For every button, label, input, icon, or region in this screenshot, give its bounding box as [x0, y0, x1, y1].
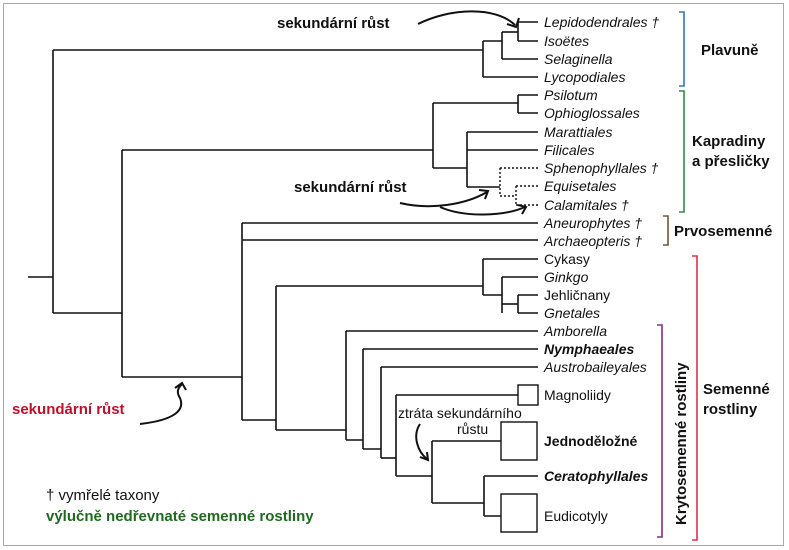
taxon-label: Ophioglossales — [544, 105, 640, 121]
taxon-label: Jehličnany — [544, 287, 610, 303]
taxon-label: Selaginella — [544, 51, 613, 67]
bracket-krytosemenne — [657, 324, 663, 538]
arrow-secondary-growth-mid-1 — [399, 191, 488, 208]
taxon-label: Isoëtes — [544, 33, 589, 49]
bracket-kapradiny — [679, 90, 685, 213]
arrow-secondary-growth-red — [139, 383, 183, 425]
taxon-labels: Lepidodendrales † IsoëtesSelaginellaLycop… — [543, 14, 659, 524]
taxon-label: Magnoliidy — [544, 387, 611, 403]
clade-box-eudicotyly — [500, 493, 538, 533]
taxon-label: Equisetales — [544, 178, 616, 194]
taxon-label: Nymphaeales — [544, 341, 634, 357]
taxon-label: Aneurophytes † — [543, 215, 642, 231]
taxon-label: Psilotum — [544, 87, 598, 103]
taxon-label: Ginkgo — [544, 269, 589, 285]
taxon-label: Jednoděložné — [544, 433, 638, 449]
taxon-label: Lycopodiales — [544, 69, 625, 85]
arrowhead-loss — [419, 451, 430, 462]
annotation-secondary-growth-red: sekundární růst — [12, 401, 125, 418]
taxon-label: Calamitales † — [544, 197, 629, 213]
annotation-loss-line2: růstu — [457, 421, 488, 437]
diagram-frame — [3, 3, 784, 546]
bracket-plavune — [679, 11, 685, 87]
legend-herbaceous: výlučně nedřevnaté semenné rostliny — [46, 508, 314, 525]
taxon-label: Archaeopteris † — [543, 233, 642, 249]
taxon-label: Cykasy — [544, 251, 590, 267]
arrow-loss — [415, 423, 428, 460]
arrow-secondary-growth-mid-2 — [439, 206, 526, 216]
group-label-semenne-line2: rostliny — [703, 401, 758, 418]
arrow-secondary-growth-top — [417, 10, 516, 26]
clade-box-magnoliidy — [517, 384, 539, 406]
arrowhead-mid-2 — [517, 204, 528, 215]
arrowhead-red — [174, 381, 187, 391]
taxon-label: Amborella — [543, 323, 607, 339]
group-label-krytosemenne: Krytosemenné rostliny — [673, 362, 690, 525]
annotation-loss-line1: ztráta sekundárního — [398, 405, 522, 421]
group-label-prvosemenne: Prvosemenné — [674, 223, 772, 240]
group-label-kapradiny-line2: a přesličky — [692, 153, 770, 170]
taxon-label: Sphenophyllales † — [544, 160, 659, 176]
taxon-label: Ceratophyllales — [544, 468, 648, 484]
taxon-label: Lepidodendrales † — [544, 14, 659, 30]
taxon-label: Gnetales — [544, 305, 600, 321]
arrowhead-mid-1 — [478, 189, 490, 200]
bracket-semenne — [692, 255, 698, 541]
legend-extinct: † vymřelé taxony — [46, 487, 160, 504]
group-label-plavune: Plavuně — [701, 42, 759, 59]
taxon-label: Marattiales — [544, 124, 612, 140]
group-label-semenne-line1: Semenné — [703, 381, 770, 398]
taxon-label: Austrobaileyales — [543, 359, 647, 375]
bracket-prvosemenne — [663, 215, 669, 246]
group-label-kapradiny-line1: Kapradiny — [692, 133, 766, 150]
tree-branches — [28, 21, 539, 533]
clade-box-jednodelozne — [500, 421, 538, 461]
taxon-label: Filicales — [544, 142, 595, 158]
arrowhead-top — [506, 17, 520, 29]
annotation-secondary-growth-mid: sekundární růst — [294, 179, 407, 196]
taxon-label: Eudicotyly — [544, 508, 608, 524]
annotation-secondary-growth-top: sekundární růst — [277, 15, 390, 32]
